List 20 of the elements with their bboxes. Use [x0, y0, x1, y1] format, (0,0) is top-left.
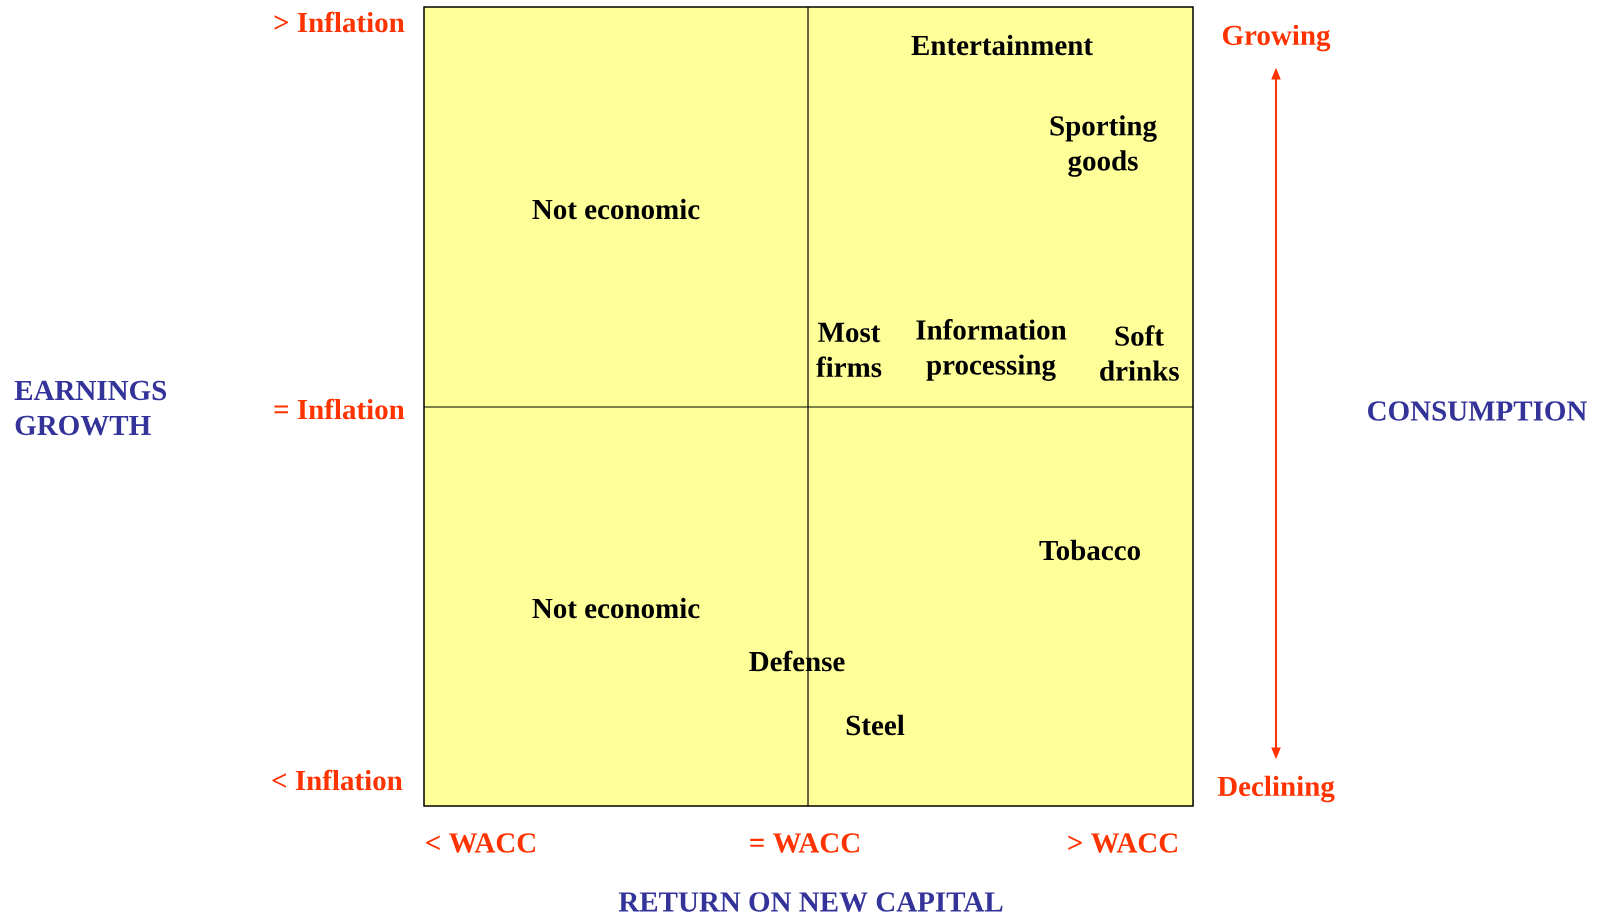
axis-title: RETURN ON NEW CAPITAL — [618, 892, 1003, 912]
axis-tick-label: > Inflation — [274, 11, 405, 33]
quadrant-label: Information processing — [916, 319, 1067, 381]
quadrant-label: Sporting goods — [1050, 115, 1157, 177]
axis-tick-label: > WACC — [1068, 833, 1177, 853]
axis-tick-label: = WACC — [750, 833, 859, 853]
axis-end-label: Growing — [1222, 24, 1331, 52]
axis-tick-label: = Inflation — [274, 398, 405, 420]
quadrant-label: Steel — [846, 714, 905, 736]
quadrant-label: Soft drinks — [1100, 325, 1179, 381]
axis-tick-label: < Inflation — [272, 769, 403, 791]
axis-title: CONSUMPTION — [1368, 401, 1587, 421]
axis-tick-label: < WACC — [426, 833, 535, 853]
axis-title: EARNINGS GROWTH — [14, 380, 167, 436]
quadrant-label: Tobacco — [1039, 539, 1140, 561]
quadrant-label: Not economic — [532, 597, 700, 619]
axis-end-label: Declining — [1217, 775, 1335, 803]
quadrant-label: Entertainment — [911, 34, 1093, 56]
quadrant-label: Not economic — [532, 198, 700, 220]
quadrant-label: Most firms — [816, 322, 882, 378]
